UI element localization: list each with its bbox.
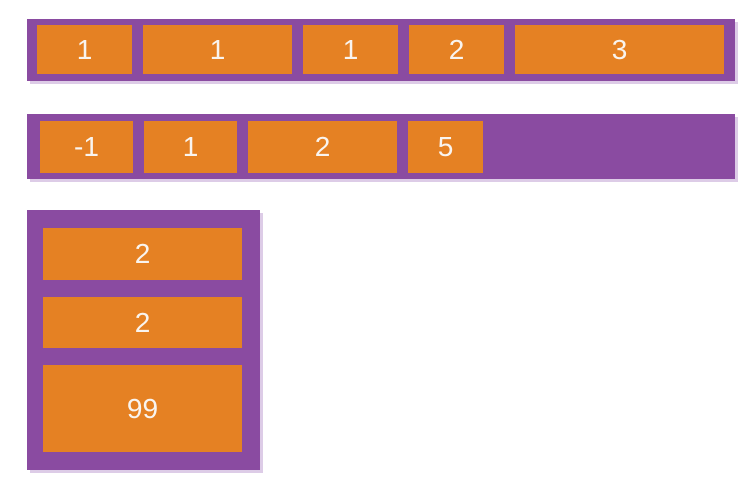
flex-item: 2 bbox=[43, 228, 242, 280]
flex-item: 2 bbox=[43, 297, 242, 348]
flex-item-label: -1 bbox=[74, 131, 99, 162]
flex-item-label: 2 bbox=[134, 238, 151, 269]
flex-item: -1 bbox=[40, 121, 133, 173]
flex-container-middle-row: -1 1 2 5 bbox=[27, 114, 735, 179]
flex-item-label: 2 bbox=[134, 306, 151, 338]
flex-item: 1 bbox=[303, 25, 398, 74]
flex-item-label: 3 bbox=[611, 33, 628, 65]
flex-item: 1 bbox=[37, 25, 132, 74]
flex-item-label: 1 bbox=[76, 33, 93, 65]
flex-item: 2 bbox=[409, 25, 504, 74]
flex-item-label: 2 bbox=[448, 33, 465, 65]
flex-item: 2 bbox=[248, 121, 397, 173]
flex-item-label: 5 bbox=[437, 131, 454, 162]
flex-item: 3 bbox=[515, 25, 724, 74]
flex-item-label: 2 bbox=[314, 131, 331, 162]
flex-item: 1 bbox=[144, 121, 237, 173]
flex-item-label: 1 bbox=[209, 33, 226, 65]
flex-item: 5 bbox=[408, 121, 483, 173]
flex-container-top-row: 1 1 1 2 3 bbox=[27, 19, 735, 81]
flex-item: 1 bbox=[143, 25, 292, 74]
flex-item-label: 1 bbox=[182, 131, 199, 162]
flex-item: 99 bbox=[43, 365, 242, 452]
flex-container-bottom-column: 2 2 99 bbox=[27, 210, 260, 470]
flex-item-label: 99 bbox=[126, 392, 159, 424]
flex-item-label: 1 bbox=[342, 33, 359, 65]
